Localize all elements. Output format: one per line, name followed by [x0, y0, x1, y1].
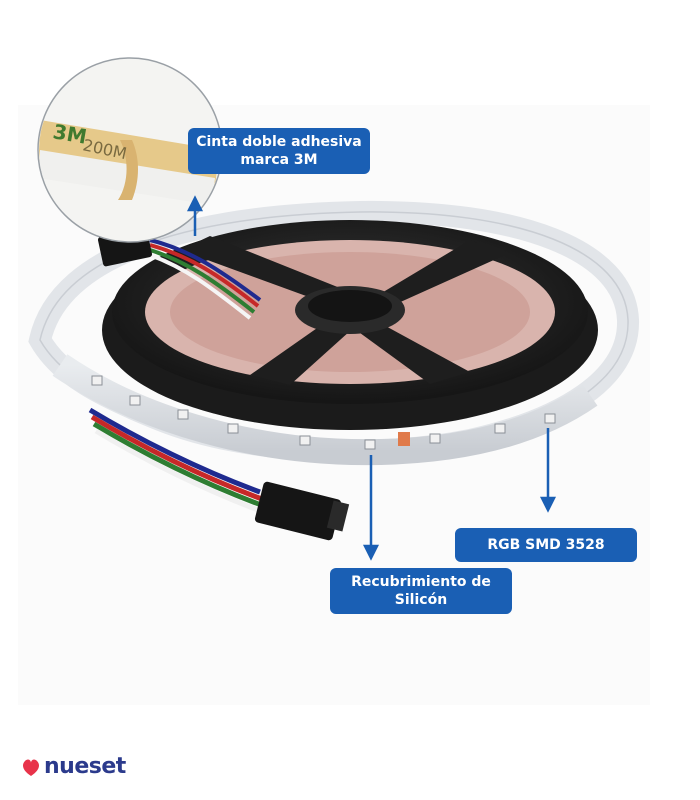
brand-mark-icon: [23, 759, 39, 776]
led-chips: [91, 375, 556, 450]
brand-logo-text: nueset: [44, 754, 126, 779]
adhesive-label: Cinta doble adhesiva marca 3M: [188, 128, 370, 174]
rgb-label-text: RGB SMD 3528: [487, 537, 605, 553]
adhesive-tape-closeup: [39, 120, 220, 205]
front-strip: [52, 354, 598, 466]
arrows: [186, 195, 557, 561]
bottom-connector: [254, 481, 342, 541]
adhesive-label-text: Cinta doble adhesiva marca 3M: [196, 134, 362, 168]
top-wires: [149, 238, 262, 320]
bottom-wires: [88, 407, 267, 516]
orange-resistor: [398, 432, 410, 446]
tape-brand-text: 3M: [51, 119, 88, 149]
brand-logo: nueset: [20, 754, 126, 779]
silicone-label-text: Recubrimiento de Silicón: [351, 574, 491, 608]
rgb-label: RGB SMD 3528: [455, 528, 637, 562]
silicone-label: Recubrimiento de Silicón: [330, 568, 512, 614]
